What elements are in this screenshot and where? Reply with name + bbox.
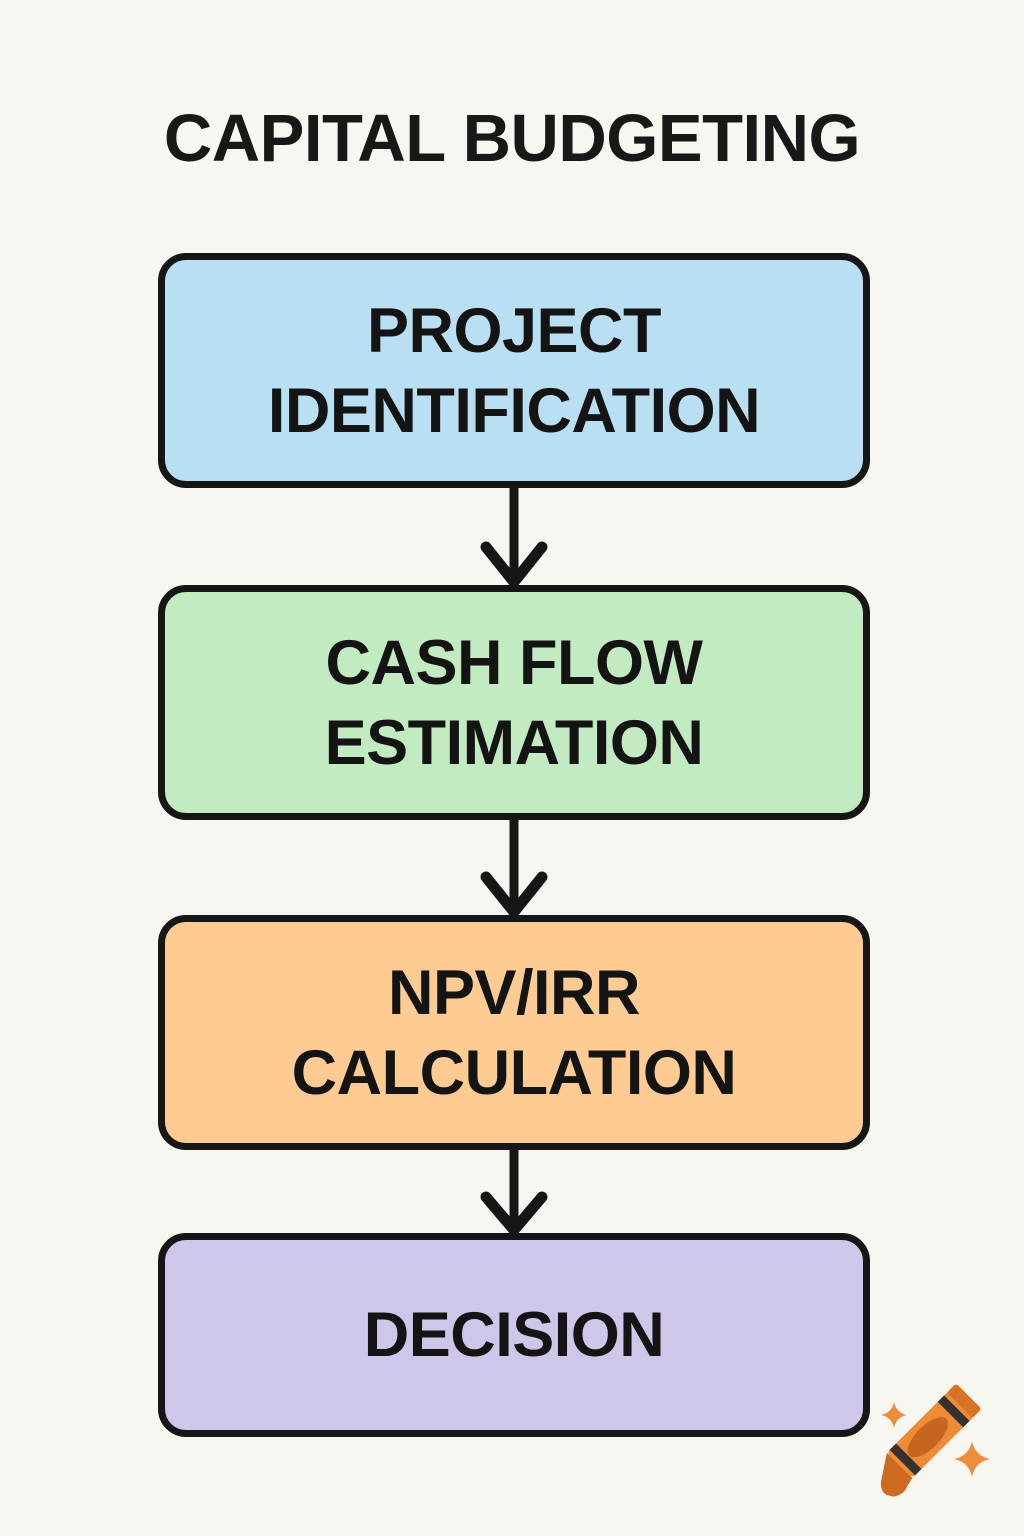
step-box-project-identification: PROJECT IDENTIFICATION bbox=[158, 253, 870, 488]
arrow-down-icon bbox=[480, 1150, 548, 1235]
step-label-project-identification: PROJECT IDENTIFICATION bbox=[267, 295, 761, 446]
step-box-cash-flow-estimation: CASH FLOW ESTIMATION bbox=[158, 585, 870, 820]
arrow-down-icon bbox=[480, 488, 548, 587]
page-title: CAPITAL BUDGETING bbox=[163, 101, 861, 176]
sparkle-icon bbox=[954, 1441, 990, 1477]
step-box-npv-irr-calculation: NPV/IRR CALCULATION bbox=[158, 915, 870, 1150]
step-box-decision: DECISION bbox=[158, 1233, 870, 1437]
arrow-down-icon bbox=[480, 820, 548, 917]
step-label-cash-flow-estimation: CASH FLOW ESTIMATION bbox=[324, 627, 704, 778]
crayon-icon bbox=[845, 1360, 1005, 1520]
step-label-npv-irr-calculation: NPV/IRR CALCULATION bbox=[291, 957, 737, 1108]
crayon-body bbox=[880, 1384, 981, 1497]
sparkle-icon bbox=[881, 1402, 907, 1428]
step-label-decision: DECISION bbox=[363, 1300, 665, 1370]
